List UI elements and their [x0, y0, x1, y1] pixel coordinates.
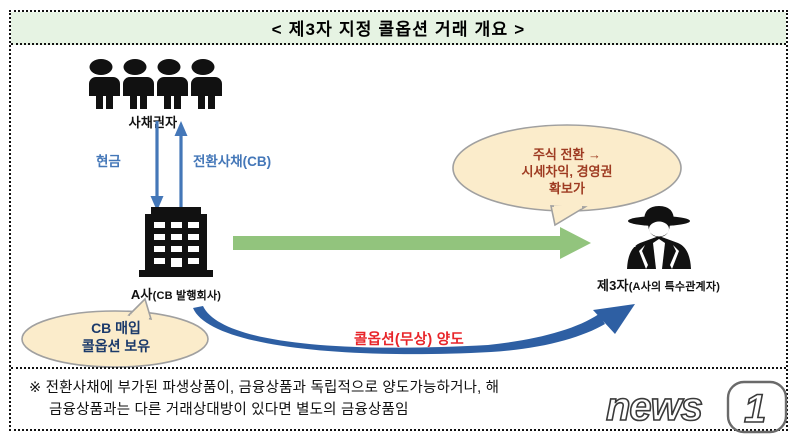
- footnote-line-1: ※ 전환사채에 부가된 파생상품이, 금융상품과 독립적으로 양도가능하거나, …: [29, 380, 500, 396]
- node-third-party: 제3자(A사의 특수관계자): [546, 203, 771, 294]
- page-title: < 제3자 지정 콜옵션 거래 개요 >: [271, 20, 526, 39]
- bubble-cb-holding-text: CB 매입 콜옵션 보유: [41, 319, 191, 356]
- office-building-icon: [139, 207, 213, 277]
- convertible-bond-arrow-icon: [174, 121, 188, 211]
- label-call-option-transfer: 콜옵션(무상) 양도: [354, 332, 465, 348]
- node-third-party-label-main: 제3자: [596, 278, 629, 293]
- bubble-gain-line-2: 시세차익, 경영권: [521, 164, 613, 180]
- node-company-a-label-sub: (CB 발행회사): [152, 290, 222, 302]
- label-convertible-bond: 전환사채(CB): [193, 154, 272, 169]
- group-of-people-icon: [89, 59, 222, 109]
- node-company-a: A사(CB 발행회사): [96, 205, 256, 303]
- bubble-gain-line-3: 확보가: [549, 181, 585, 197]
- bubble-cb-line-1: CB 매입: [91, 320, 141, 336]
- node-bondholders-label: 사채권자: [128, 115, 178, 130]
- spy-with-hat-icon: [626, 206, 691, 269]
- bubble-conversion-gain: 주식 전환 → 시세차익, 경영권 확보가: [451, 123, 683, 232]
- bubble-conversion-gain-text: 주식 전환 → 시세차익, 경영권 확보가: [479, 146, 655, 197]
- bubble-cb-holding: CB 매입 콜옵션 보유: [19, 297, 215, 374]
- call-option-transfer-arrow-icon: [191, 300, 641, 375]
- footnote: ※ 전환사채에 부가된 파생상품이, 금융상품과 독립적으로 양도가능하거나, …: [11, 367, 786, 430]
- footnote-line-2: 금융상품과는 다른 거래상대방이 있다면 별도의 금융상품임: [49, 402, 409, 419]
- bubble-gain-line-1: 주식 전환 →: [532, 147, 602, 162]
- cash-cb-arrow-group: [131, 119, 231, 214]
- node-bondholders: 사채권자: [63, 58, 243, 131]
- node-company-a-label: A사(CB 발행회사): [96, 284, 256, 303]
- node-third-party-label-sub: (A사의 특수관계자): [628, 281, 721, 293]
- cash-arrow-icon: [150, 121, 164, 211]
- green-transfer-arrow-icon: [233, 225, 593, 266]
- node-company-a-label-main: A사: [130, 287, 153, 302]
- node-third-party-label: 제3자(A사의 특수관계자): [546, 275, 771, 294]
- diagram-canvas: 사채권자 현금 전환사채(CB): [11, 45, 786, 368]
- label-cash: 현금: [96, 154, 121, 169]
- bubble-cb-line-2: 콜옵션 보유: [81, 338, 151, 355]
- title-band: < 제3자 지정 콜옵션 거래 개요 >: [11, 12, 786, 45]
